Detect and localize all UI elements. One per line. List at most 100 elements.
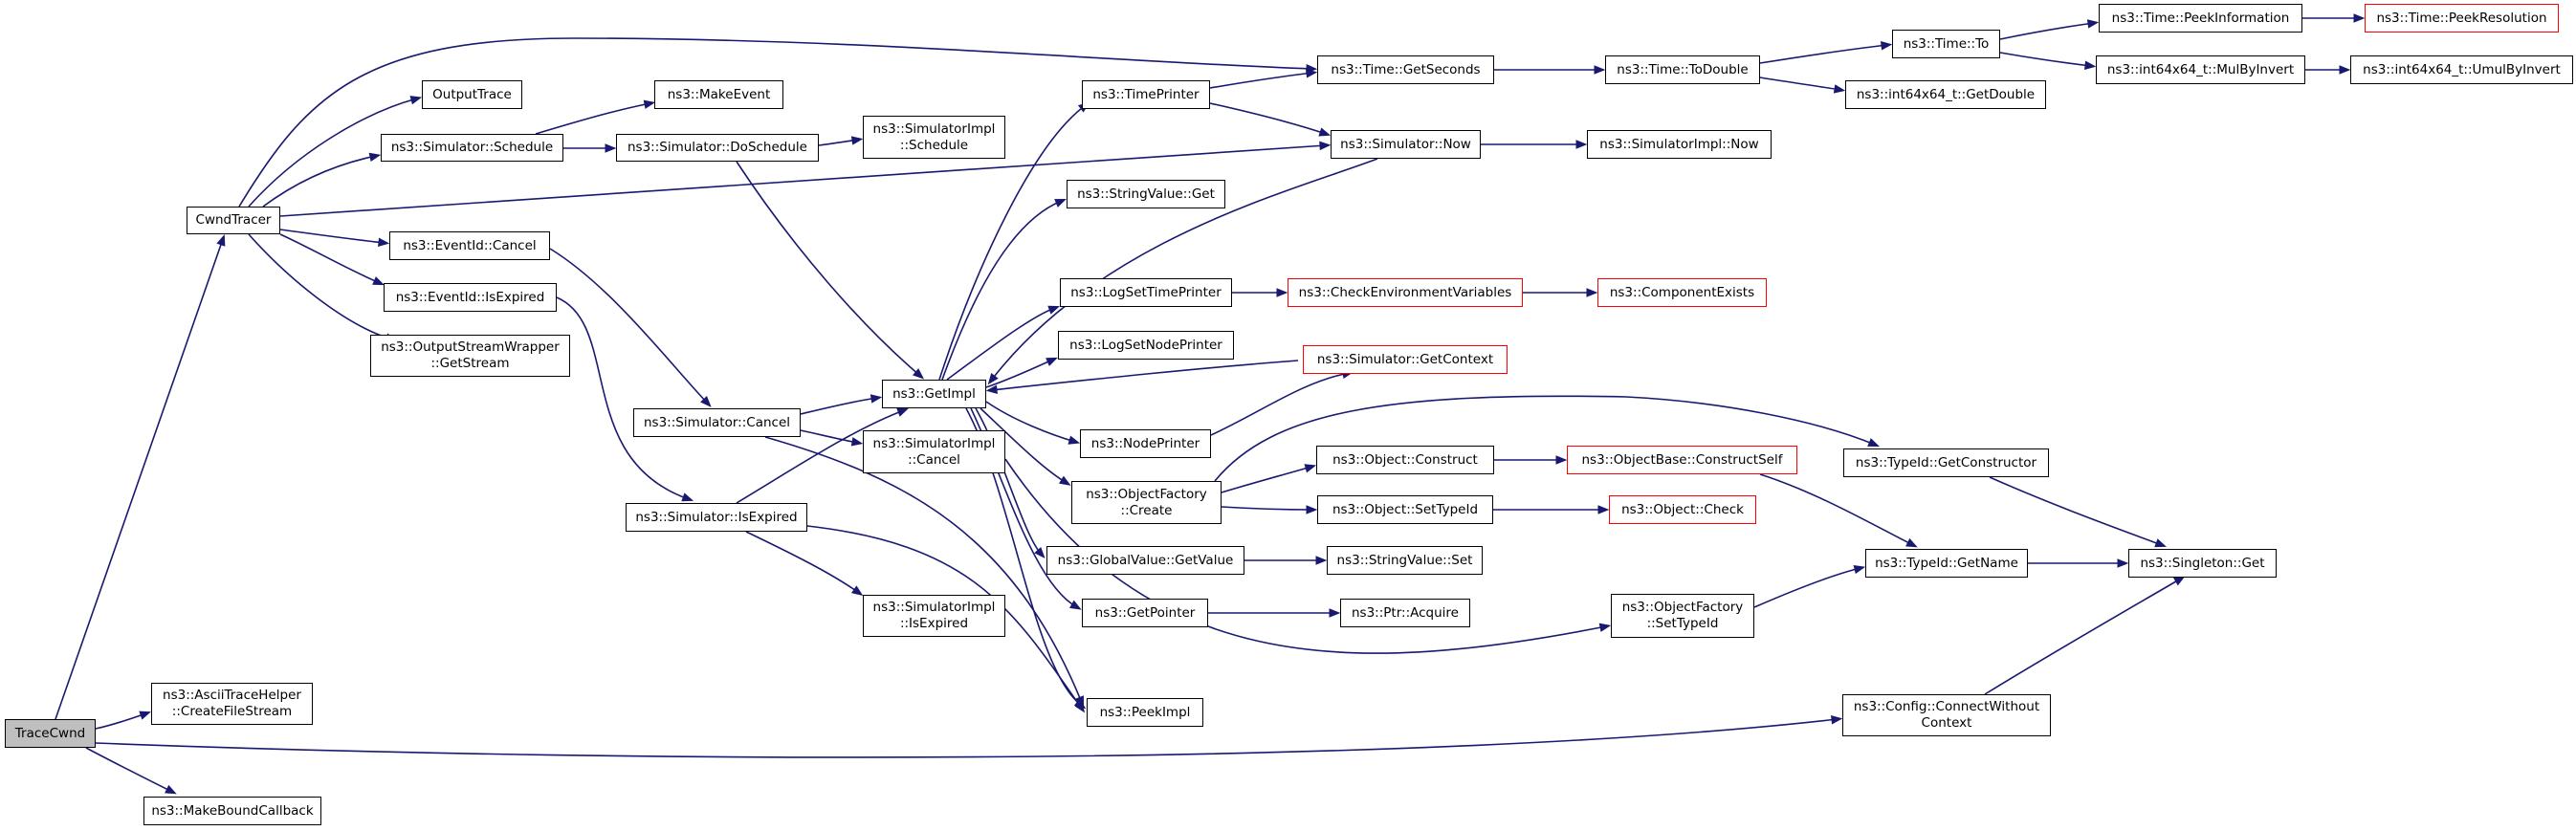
call-edge-cwndtracer-to-eidexpired bbox=[279, 233, 381, 284]
arrowhead-getcontext-to-getimpl bbox=[985, 384, 998, 395]
node-output-trace[interactable]: OutputTrace bbox=[422, 80, 522, 109]
call-edge-connectwithout-to-singletonget bbox=[1984, 578, 2182, 695]
node-simulator-is-expired[interactable]: ns3::Simulator::IsExpired bbox=[626, 503, 807, 532]
arrowhead-simcancel-to-implcancel bbox=[850, 437, 864, 447]
node-ascii-trace-helper-create-file-stream[interactable]: ns3::AsciiTraceHelper ::CreateFileStream bbox=[151, 683, 313, 725]
node-time-printer[interactable]: ns3::TimePrinter bbox=[1082, 80, 1210, 109]
arrowhead-peekinfo-to-peekres bbox=[2353, 13, 2366, 23]
arrowhead-ofcreate-to-getconstructor bbox=[1867, 438, 1880, 448]
arrowhead-implcancel-to-ofsettypeid bbox=[1598, 623, 1612, 632]
arrowhead-simnow-to-getimpl bbox=[987, 372, 999, 385]
call-edge-implcancel-to-ofsettypeid bbox=[1004, 458, 1607, 654]
call-edge-getimpl-to-timeprinter bbox=[938, 104, 1087, 381]
node-int64x64-mul-by-invert[interactable]: ns3::int64x64_t::MulByInvert bbox=[2096, 55, 2305, 84]
node-ptr-acquire[interactable]: ns3::Ptr::Acquire bbox=[1340, 599, 1470, 627]
node-object-construct[interactable]: ns3::Object::Construct bbox=[1316, 446, 1494, 474]
node-time-get-seconds[interactable]: ns3::Time::GetSeconds bbox=[1317, 55, 1494, 84]
node-time-peek-resolution[interactable]: ns3::Time::PeekResolution bbox=[2365, 4, 2559, 33]
call-edge-eidcancel-to-simcancel bbox=[549, 248, 709, 405]
arrowhead-schedule-to-makeevent bbox=[643, 99, 656, 109]
call-edge-tracecwnd-to-connectwithout bbox=[95, 718, 1838, 758]
call-edge-tracecwnd-to-makebound bbox=[85, 747, 173, 793]
arrowhead-checkenv-to-compexists bbox=[1586, 288, 1598, 297]
node-string-value-set[interactable]: ns3::StringValue::Set bbox=[1327, 546, 1483, 575]
arrowhead-timeprinter-to-getseconds bbox=[1305, 69, 1318, 78]
arrowhead-tracecwnd-to-makebound bbox=[165, 784, 177, 795]
node-object-factory-create[interactable]: ns3::ObjectFactory ::Create bbox=[1071, 481, 1222, 524]
call-edge-tracecwnd-to-cwndtracer bbox=[55, 238, 224, 720]
node-peek-impl[interactable]: ns3::PeekImpl bbox=[1087, 698, 1203, 727]
node-simulator-impl-is-expired[interactable]: ns3::SimulatorImpl ::IsExpired bbox=[863, 595, 1005, 637]
arrowhead-timeto-to-mulbyinvert bbox=[2083, 60, 2097, 70]
arrowhead-todouble-to-getdouble bbox=[1833, 84, 1846, 94]
node-simulator-do-schedule[interactable]: ns3::Simulator::DoSchedule bbox=[616, 134, 819, 162]
call-edge-eidexpired-to-simexpired bbox=[556, 296, 690, 500]
node-simulator-impl-schedule[interactable]: ns3::SimulatorImpl ::Schedule bbox=[863, 116, 1005, 159]
node-object-check[interactable]: ns3::Object::Check bbox=[1609, 495, 1756, 524]
arrowhead-simexpired-to-implexpired bbox=[850, 585, 864, 597]
arrowhead-simcancel-to-getimpl bbox=[870, 394, 883, 404]
call-edge-nodeprinter-to-getcontext bbox=[1210, 372, 1350, 436]
node-global-value-get-value[interactable]: ns3::GlobalValue::GetValue bbox=[1046, 546, 1244, 575]
arrowhead-getimpl-to-getpointer bbox=[1069, 600, 1082, 610]
node-simulator-impl-cancel[interactable]: ns3::SimulatorImpl ::Cancel bbox=[863, 430, 1005, 473]
node-get-pointer[interactable]: ns3::GetPointer bbox=[1082, 599, 1208, 627]
node-simulator-now[interactable]: ns3::Simulator::Now bbox=[1331, 130, 1481, 159]
node-time-peek-information[interactable]: ns3::Time::PeekInformation bbox=[2099, 4, 2302, 33]
call-edge-getimpl-to-gvget bbox=[975, 407, 1043, 556]
node-type-id-get-name[interactable]: ns3::TypeId::GetName bbox=[1865, 549, 2028, 578]
node-string-value-get[interactable]: ns3::StringValue::Get bbox=[1067, 180, 1225, 208]
node-output-stream-wrapper-get-stream[interactable]: ns3::OutputStreamWrapper ::GetStream bbox=[370, 335, 570, 377]
arrowhead-cwndtracer-to-eidcancel bbox=[378, 237, 390, 248]
arrowhead-cwndtracer-to-eidexpired bbox=[372, 276, 385, 286]
call-edge-timeprinter-to-getseconds bbox=[1209, 72, 1313, 89]
call-edge-getimpl-to-ofcreate bbox=[980, 407, 1068, 484]
node-object-factory-set-type-id[interactable]: ns3::ObjectFactory ::SetTypeId bbox=[1611, 594, 1754, 638]
node-event-id-cancel[interactable]: ns3::EventId::Cancel bbox=[389, 231, 550, 260]
node-int64x64-get-double[interactable]: ns3::int64x64_t::GetDouble bbox=[1845, 80, 2046, 109]
arrowhead-objconstruct-to-constructself bbox=[1555, 455, 1568, 465]
node-config-connect-without-context[interactable]: ns3::Config::ConnectWithout Context bbox=[1842, 694, 2051, 736]
node-object-base-construct-self[interactable]: ns3::ObjectBase::ConstructSelf bbox=[1567, 446, 1797, 474]
node-simulator-schedule[interactable]: ns3::Simulator::Schedule bbox=[381, 134, 563, 162]
node-time-to-double[interactable]: ns3::Time::ToDouble bbox=[1605, 55, 1760, 84]
node-object-set-type-id[interactable]: ns3::Object::SetTypeId bbox=[1317, 495, 1493, 524]
arrowhead-getconstructor-to-singletonget bbox=[2154, 538, 2168, 548]
node-time-to[interactable]: ns3::Time::To bbox=[1892, 30, 2000, 58]
arrowhead-getimpl-to-ofcreate bbox=[1058, 475, 1071, 486]
call-edge-schedule-to-makeevent bbox=[535, 102, 651, 135]
arrowhead-tracecwnd-to-cwndtracer bbox=[216, 233, 226, 247]
node-int64x64-umul-by-invert[interactable]: ns3::int64x64_t::UmulByInvert bbox=[2350, 55, 2573, 84]
arrowhead-mulbyinvert-to-umulbyinvert bbox=[2339, 65, 2351, 75]
node-component-exists[interactable]: ns3::ComponentExists bbox=[1597, 278, 1767, 307]
node-log-set-time-printer[interactable]: ns3::LogSetTimePrinter bbox=[1060, 278, 1232, 307]
call-edge-doschedule-to-getimpl bbox=[736, 161, 921, 377]
node-node-printer[interactable]: ns3::NodePrinter bbox=[1080, 429, 1211, 458]
arrowhead-todouble-to-timeto bbox=[1880, 41, 1893, 51]
node-make-event[interactable]: ns3::MakeEvent bbox=[654, 80, 783, 109]
node-event-id-is-expired[interactable]: ns3::EventId::IsExpired bbox=[384, 283, 557, 312]
node-singleton-get[interactable]: ns3::Singleton::Get bbox=[2128, 549, 2277, 578]
arrowhead-getimpl-to-logsetnode bbox=[1046, 357, 1058, 366]
call-edge-timeto-to-peekinfo bbox=[1999, 22, 2095, 40]
call-edge-cwndtracer-to-simnow bbox=[279, 144, 1327, 217]
node-type-id-get-constructor[interactable]: ns3::TypeId::GetConstructor bbox=[1843, 448, 2049, 477]
arrowhead-gvget-to-strset bbox=[1315, 556, 1328, 565]
node-cwnd-tracer[interactable]: CwndTracer bbox=[187, 207, 280, 234]
node-simulator-impl-now[interactable]: ns3::SimulatorImpl::Now bbox=[1587, 130, 1772, 159]
node-simulator-get-context[interactable]: ns3::Simulator::GetContext bbox=[1303, 345, 1508, 374]
call-edge-getimpl-to-strget bbox=[941, 200, 1063, 381]
call-edge-getconstructor-to-singletonget bbox=[1989, 476, 2163, 546]
node-make-bound-callback[interactable]: ns3::MakeBoundCallback bbox=[143, 797, 321, 825]
node-log-set-node-printer[interactable]: ns3::LogSetNodePrinter bbox=[1058, 331, 1234, 360]
call-edge-getimpl-to-logsettime bbox=[946, 307, 1056, 381]
node-simulator-cancel[interactable]: ns3::Simulator::Cancel bbox=[633, 408, 801, 437]
call-edge-cwndtracer-to-osw bbox=[248, 233, 393, 340]
node-check-environment-variables[interactable]: ns3::CheckEnvironmentVariables bbox=[1288, 278, 1523, 307]
arrowhead-doschedule-to-getimpl bbox=[912, 368, 925, 380]
call-edge-tracecwnd-to-ascii bbox=[95, 712, 147, 730]
node-get-impl[interactable]: ns3::GetImpl bbox=[882, 380, 986, 408]
arrowhead-cwndtracer-to-simnow bbox=[1319, 141, 1332, 151]
call-edge-timeprinter-to-simnow bbox=[1209, 102, 1327, 135]
